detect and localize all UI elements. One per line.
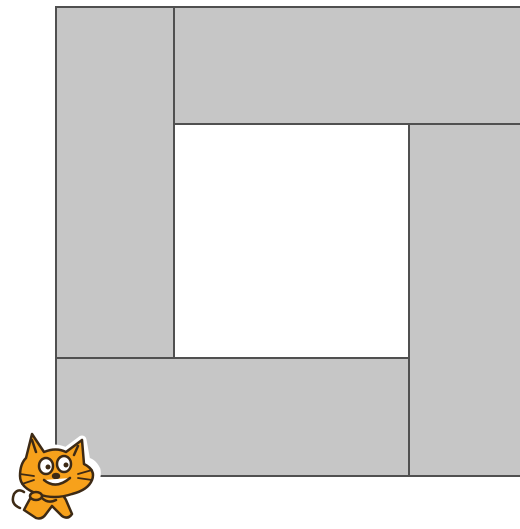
bottom-horizontal-rect bbox=[56, 358, 409, 476]
center-square bbox=[174, 124, 409, 358]
right-vertical-rect bbox=[409, 124, 520, 476]
left-vertical-rect bbox=[56, 7, 174, 358]
scratch-cat-icon[interactable] bbox=[6, 422, 106, 529]
top-horizontal-rect bbox=[174, 7, 520, 124]
